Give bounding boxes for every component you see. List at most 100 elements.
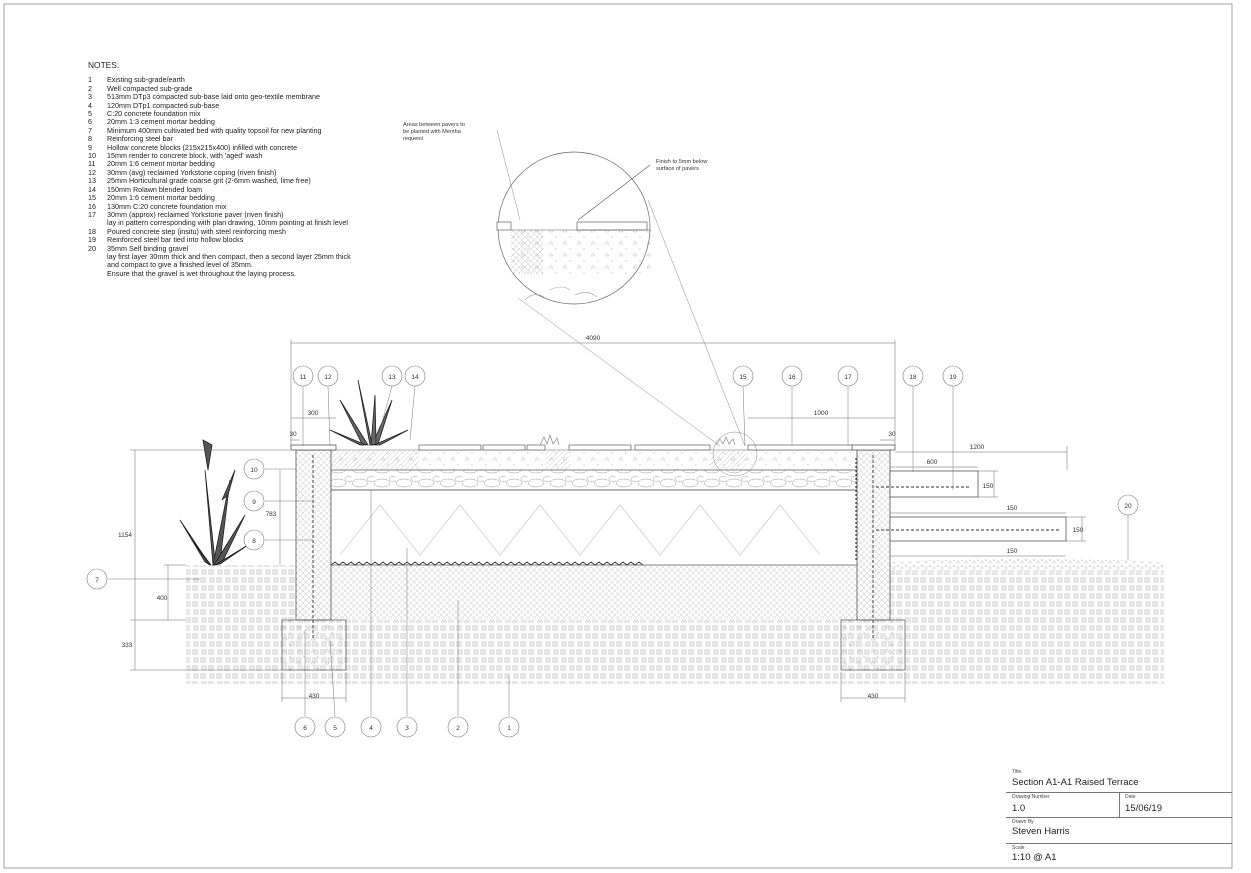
note-text: Hollow concrete blocks (215x215x400) inf… — [107, 142, 298, 152]
callout-17: 17 — [844, 374, 852, 381]
dim-30-right: 30 — [888, 431, 896, 438]
dim-430-left: 430 — [309, 693, 320, 700]
note-number: 20 — [88, 243, 96, 253]
callout-12: 12 — [324, 374, 332, 381]
note-number: 1 — [88, 75, 92, 85]
callout-20: 20 — [1124, 503, 1132, 510]
drawn-by-label: Drawn By — [1012, 819, 1034, 825]
note-text: and compact to give a finished level of … — [107, 260, 253, 270]
note-item: 13 25mm Horticultural grade coarse grit (… — [88, 176, 351, 186]
callout-7: 7 — [95, 577, 99, 584]
note-text: 30mm (approx) reclaimed Yorkstone paver … — [107, 209, 284, 219]
drawing-scale: 1:10 @ A1 — [1012, 852, 1057, 863]
note-item: and compact to give a finished level of … — [88, 260, 351, 270]
detail-note-pavers-line3: requenii — [403, 136, 423, 142]
note-text: Reinforcing steel bar — [107, 134, 173, 144]
shrub-plant — [179, 439, 249, 566]
note-number: 10 — [88, 151, 96, 161]
note-text: 20mm 1:3 cement mortar bedding — [107, 117, 215, 127]
title-block: Title Section A1-A1 Raised Terrace Drawi… — [1006, 766, 1232, 868]
callout-19: 19 — [949, 374, 957, 381]
note-item: 1 Existing sub-grade/earth — [88, 75, 351, 85]
drawing-date: 15/06/19 — [1125, 803, 1162, 814]
dim-783: 783 — [266, 511, 277, 518]
callout-4: 4 — [369, 725, 373, 732]
dim-150-step2: 150 — [1073, 527, 1084, 534]
note-text: 35mm Self binding gravel — [107, 243, 189, 253]
note-item: 16 130mm C:20 concrete foundation mix — [88, 201, 351, 211]
callout-8: 8 — [252, 538, 256, 545]
note-text: Existing sub-grade/earth — [107, 75, 185, 85]
drawing-number: 1.0 — [1012, 803, 1026, 814]
note-item: 2 Well compacted sub-grade — [88, 83, 351, 93]
note-item: 10 15mm render to concrete block, with 'a… — [88, 151, 351, 161]
callout-3: 3 — [405, 725, 409, 732]
callout-5: 5 — [333, 725, 337, 732]
note-item: 17 30mm (approx) reclaimed Yorkstone pave… — [88, 209, 351, 219]
note-number: 8 — [88, 134, 92, 144]
callout-11: 11 — [300, 374, 307, 381]
dim-600: 600 — [927, 459, 938, 466]
note-number: 2 — [88, 83, 92, 93]
detail-note-finish-line2: surface of pavers — [656, 166, 699, 172]
callout-15: 15 — [739, 374, 747, 381]
drawing-title: Section A1-A1 Raised Terrace — [1012, 777, 1139, 788]
dim-overall-width: 4090 — [586, 335, 601, 342]
callout-18: 18 — [909, 374, 917, 381]
note-text: 25mm Horticultural grade coarse grit (2-… — [107, 176, 311, 186]
note-item: lay first layer 30mm thick and then comp… — [88, 251, 351, 261]
dim-333: 333 — [122, 642, 133, 649]
dim-400: 400 — [157, 595, 168, 602]
note-text: lay first layer 30mm thick and then comp… — [107, 251, 351, 261]
note-number: 5 — [88, 109, 92, 119]
callout-14: 14 — [411, 374, 419, 381]
note-text: Well compacted sub-grade — [107, 83, 193, 93]
dim-150-gap: 150 — [1007, 505, 1018, 512]
note-text: 20mm 1:6 cement mortar bedding — [107, 193, 215, 203]
scale-label: Scale — [1012, 845, 1025, 851]
note-number — [88, 253, 107, 261]
note-number: 16 — [88, 201, 96, 211]
detail-note-pavers-line1: Areas between pavers to — [403, 122, 465, 128]
note-number: 14 — [88, 184, 96, 194]
notes-rows: 1 Existing sub-grade/earth 2 Well compacted… — [88, 75, 351, 278]
note-item: 7 Minimum 400mm cultivated bed with quali… — [88, 125, 351, 135]
note-text: 513mm DTp3 compacted sub-base laid onto … — [107, 92, 320, 102]
notes-heading: NOTES: — [88, 60, 120, 70]
note-text: C:20 concrete foundation mix — [107, 109, 201, 119]
note-number: 13 — [88, 176, 96, 186]
dim-1000: 1000 — [814, 410, 829, 417]
note-text: 130mm C:20 concrete foundation mix — [107, 201, 227, 211]
note-number: 17 — [88, 209, 96, 219]
note-text: Minimum 400mm cultivated bed with qualit… — [107, 125, 322, 135]
dim-300: 300 — [308, 410, 319, 417]
note-number: 6 — [88, 117, 92, 127]
leader-lines — [108, 385, 1129, 717]
callout-2: 2 — [456, 725, 460, 732]
note-number: 11 — [88, 159, 96, 169]
title-label: Title — [1012, 769, 1022, 775]
note-text: 20mm 1:6 cement mortar bedding — [107, 159, 215, 169]
dim-1200: 1200 — [970, 444, 985, 451]
note-number — [88, 270, 107, 278]
note-item: Ensure that the gravel is wet throughout… — [88, 269, 351, 278]
note-number: 18 — [88, 226, 96, 236]
dim-1154: 1154 — [118, 532, 132, 539]
callout-9: 9 — [252, 499, 256, 506]
note-item: 8 Reinforcing steel bar — [88, 134, 351, 144]
note-number: 7 — [88, 125, 92, 135]
drawing-number-label: Drawing Number — [1012, 794, 1050, 800]
dimension-lines — [130, 340, 1086, 702]
note-number: 19 — [88, 235, 96, 245]
callout-circles — [86, 365, 1139, 738]
note-item: lay in pattern corresponding with plan d… — [88, 218, 351, 227]
note-text: 15mm render to concrete block, with 'age… — [107, 151, 263, 161]
